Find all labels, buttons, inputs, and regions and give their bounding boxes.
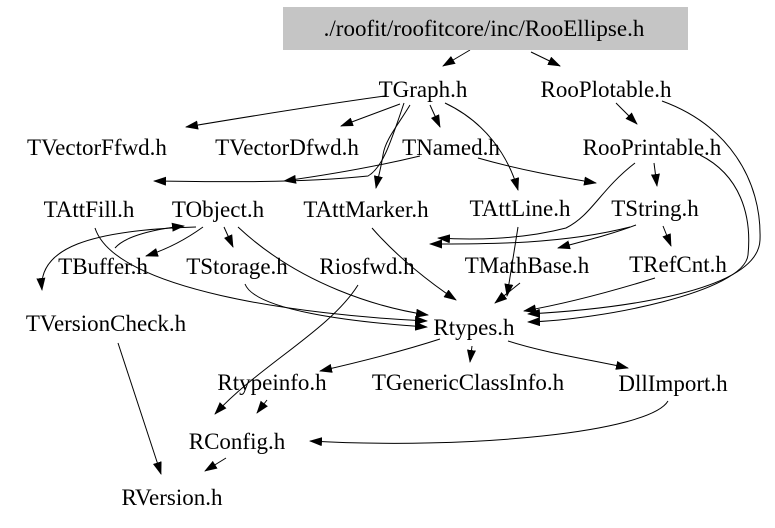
node-TGraph.h[interactable]: TGraph.h <box>379 77 468 102</box>
node-TString.h[interactable]: TString.h <box>611 196 699 221</box>
node-TGenericClassInfo.h[interactable]: TGenericClassInfo.h <box>372 370 565 395</box>
edge-TGraph.h-to-TAttLine.h <box>444 102 520 191</box>
node-RooEllipse.h: ./roofit/roofitcore/inc/RooEllipse.h <box>283 7 688 50</box>
edge-TMathBase.h-to-Rtypes.h <box>494 282 521 304</box>
edge-TGraph.h-to-TNamed.h <box>429 104 441 128</box>
node-label-RooPlotable.h[interactable]: RooPlotable.h <box>541 77 672 102</box>
edge-Rtypes.h-to-Rtypeinfo.h <box>319 338 441 373</box>
node-label-Rtypes.h[interactable]: Rtypes.h <box>433 315 515 340</box>
node-label-TMathBase.h[interactable]: TMathBase.h <box>465 253 590 278</box>
edge-TString.h-to-TRefCnt.h <box>662 225 672 247</box>
node-label-TObject.h[interactable]: TObject.h <box>172 197 265 222</box>
node-RConfig.h[interactable]: RConfig.h <box>189 429 286 454</box>
node-RVersion.h[interactable]: RVersion.h <box>121 485 223 510</box>
edge-TStorage.h-to-Rtypes.h <box>244 283 428 331</box>
node-TVectorFfwd.h[interactable]: TVectorFfwd.h <box>27 135 167 160</box>
edge-TObject.h-to-TStorage.h <box>223 226 234 248</box>
node-TMathBase.h[interactable]: TMathBase.h <box>465 253 590 278</box>
node-Riosfwd.h[interactable]: Riosfwd.h <box>319 254 415 279</box>
node-label-TRefCnt.h[interactable]: TRefCnt.h <box>629 252 727 277</box>
edge-TAttMarker.h-to-Rtypes.h <box>371 227 457 301</box>
node-TObject.h[interactable]: TObject.h <box>172 197 265 222</box>
edge-TRefCnt.h-to-Rtypes.h <box>523 277 656 314</box>
edge-RConfig.h-to-RVersion.h <box>204 457 227 472</box>
node-label-TVectorDfwd.h[interactable]: TVectorDfwd.h <box>215 135 359 160</box>
node-label-RooEllipse.h: ./roofit/roofitcore/inc/RooEllipse.h <box>324 16 645 41</box>
edge-RooPlotable.h-to-RooPrintable.h <box>615 102 638 125</box>
edge-RooPrintable.h-to-Rtypes.h <box>527 154 750 327</box>
edge-TObject.h-to-TBuffer.h <box>145 226 204 257</box>
node-TStorage.h[interactable]: TStorage.h <box>186 254 288 279</box>
root-node-box <box>283 7 688 50</box>
edge-TGraph.h-to-TAttFill.h <box>153 102 405 186</box>
node-Rtypeinfo.h[interactable]: Rtypeinfo.h <box>217 370 327 395</box>
node-label-TAttFill.h[interactable]: TAttFill.h <box>44 197 135 222</box>
edge-DllImport.h-to-RConfig.h <box>309 400 669 447</box>
edge-TNamed.h-to-TObject.h <box>283 155 421 184</box>
node-label-TString.h[interactable]: TString.h <box>611 196 699 221</box>
node-TVectorDfwd.h[interactable]: TVectorDfwd.h <box>215 135 359 160</box>
edge-TAttLine.h-to-Rtypes.h <box>504 226 519 297</box>
node-label-Rtypeinfo.h[interactable]: Rtypeinfo.h <box>217 370 327 395</box>
node-label-Riosfwd.h[interactable]: Riosfwd.h <box>319 254 415 279</box>
edge-TObject.h-to-TVersionCheck.h <box>36 226 197 291</box>
node-DllImport.h[interactable]: DllImport.h <box>618 371 728 396</box>
node-Rtypes.h[interactable]: Rtypes.h <box>433 315 515 340</box>
edge-Riosfwd.h-to-RConfig.h <box>214 284 359 415</box>
node-RooPrintable.h[interactable]: RooPrintable.h <box>583 135 722 160</box>
node-RooPlotable.h[interactable]: RooPlotable.h <box>541 77 672 102</box>
edge-TGraph.h-to-TVectorFfwd.h <box>185 95 386 130</box>
edge-Rtypes.h-to-DllImport.h <box>507 340 629 370</box>
node-TRefCnt.h[interactable]: TRefCnt.h <box>629 252 727 277</box>
edge-RooPrintable.h-to-TString.h <box>650 162 660 187</box>
node-TBuffer.h[interactable]: TBuffer.h <box>58 254 148 279</box>
edge-TGraph.h-to-TVectorDfwd.h <box>340 103 401 127</box>
node-TNamed.h[interactable]: TNamed.h <box>402 135 500 160</box>
edge-RooPrintable.h-to-Riosfwd.h <box>437 162 636 244</box>
edge-TGraph.h-to-TAttMarker.h <box>373 104 411 189</box>
node-TAttLine.h[interactable]: TAttLine.h <box>470 196 571 221</box>
node-label-TGenericClassInfo.h[interactable]: TGenericClassInfo.h <box>372 370 565 395</box>
node-TAttFill.h[interactable]: TAttFill.h <box>44 197 135 222</box>
edge-TNamed.h-to-TString.h <box>477 157 597 186</box>
edge-RooEllipse.h-to-RooPlotable.h <box>530 51 561 67</box>
node-label-DllImport.h[interactable]: DllImport.h <box>618 371 728 396</box>
edge-TString.h-to-Riosfwd.h <box>429 226 631 249</box>
edge-RooEllipse.h-to-TGraph.h <box>442 49 471 67</box>
node-label-TStorage.h[interactable]: TStorage.h <box>186 254 288 279</box>
node-label-TAttMarker.h[interactable]: TAttMarker.h <box>303 197 429 222</box>
node-label-TAttLine.h[interactable]: TAttLine.h <box>470 196 571 221</box>
edge-TAttFill.h-to-Rtypes.h <box>94 227 428 325</box>
node-label-TVectorFfwd.h[interactable]: TVectorFfwd.h <box>27 135 167 160</box>
node-TVersionCheck.h[interactable]: TVersionCheck.h <box>26 311 187 336</box>
edge-RooPlotable.h-to-Rtypes.h <box>527 100 761 318</box>
node-label-RVersion.h[interactable]: RVersion.h <box>121 485 223 510</box>
node-label-RooPrintable.h[interactable]: RooPrintable.h <box>583 135 722 160</box>
edge-TVersionCheck.h-to-RVersion.h <box>117 342 162 475</box>
edge-TBuffer.h-to-TObject.h <box>114 222 185 249</box>
edge-TObject.h-to-Rtypes.h <box>237 226 429 318</box>
node-label-TBuffer.h[interactable]: TBuffer.h <box>58 254 148 279</box>
node-label-RConfig.h[interactable]: RConfig.h <box>189 429 286 454</box>
edge-Rtypeinfo.h-to-RConfig.h <box>256 399 268 414</box>
node-TAttMarker.h[interactable]: TAttMarker.h <box>303 197 429 222</box>
node-label-TNamed.h[interactable]: TNamed.h <box>402 135 500 160</box>
edge-Rtypes.h-to-TGenericClassInfo.h <box>467 345 476 363</box>
node-label-TVersionCheck.h[interactable]: TVersionCheck.h <box>26 311 187 336</box>
node-label-TGraph.h[interactable]: TGraph.h <box>379 77 468 102</box>
